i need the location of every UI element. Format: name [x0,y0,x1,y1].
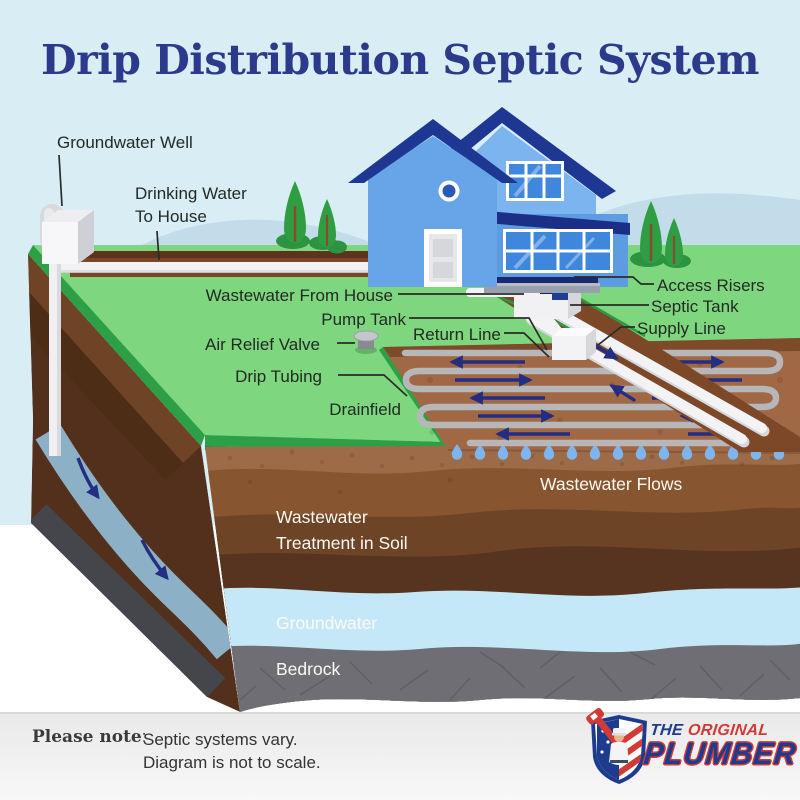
label-drinking-water-line1: Drinking Water [135,184,247,203]
page-title: Drip Distribution Septic System [41,36,759,84]
label-bedrock: Bedrock [276,659,341,679]
bedrock-band [28,504,226,710]
upper-window [506,161,564,201]
air-relief-valve-graphic [353,330,379,354]
lower-window [503,229,613,273]
note-text: Septic systems vary. Diagram is not to s… [143,728,321,774]
groundwater-flow-arrows [76,457,169,581]
drinking-water-line [58,251,372,277]
logo-word-plumber: PLUMBER [642,736,799,771]
label-pump-tank: Pump Tank [321,310,406,329]
trees [276,181,691,268]
label-groundwater: Groundwater [276,613,378,633]
pump-tank-graphic [552,328,596,360]
plumber-logo-shield [586,708,647,784]
note-line2: Diagram is not to scale. [143,753,321,772]
label-soil-line1: Wastewater [276,507,368,527]
walkway [484,283,600,293]
plumber-figure [586,708,629,765]
left-roof [348,119,518,183]
note-line1: Septic systems vary. [143,730,298,749]
label-wastewater-flows: Wastewater Flows [540,474,683,494]
footer-band [0,712,800,800]
label-return-line: Return Line [413,325,501,344]
soil-speckles [227,449,775,495]
label-soil-line2: Treatment in Soil [276,533,408,553]
label-drip-tubing: Drip Tubing [235,367,322,386]
label-drinking-water-line2: To House [135,207,207,226]
label-groundwater-well: Groundwater Well [57,133,193,152]
note-prefix: Please note: [32,727,146,747]
note-prefix-text: Please note [32,727,142,747]
label-septic-tank: Septic Tank [651,297,739,316]
well-head [40,204,94,456]
grass-surface [28,245,800,457]
label-drainfield: Drainfield [329,400,401,419]
leader-lines [58,154,654,397]
label-access-risers: Access Risers [657,276,765,295]
house-graphic [348,107,630,293]
label-soil-treatment: Wastewater Treatment in Soil [276,504,408,556]
stripes [619,720,643,780]
bedrock-texture [239,651,791,701]
label-air-relief-valve: Air Relief Valve [205,335,320,354]
label-drinking-water: Drinking Water To House [135,182,247,228]
label-wastewater-from-house: Wastewater From House [205,286,393,305]
door [424,229,462,287]
note-colon: : [141,727,147,746]
label-supply-line: Supply Line [637,319,726,338]
